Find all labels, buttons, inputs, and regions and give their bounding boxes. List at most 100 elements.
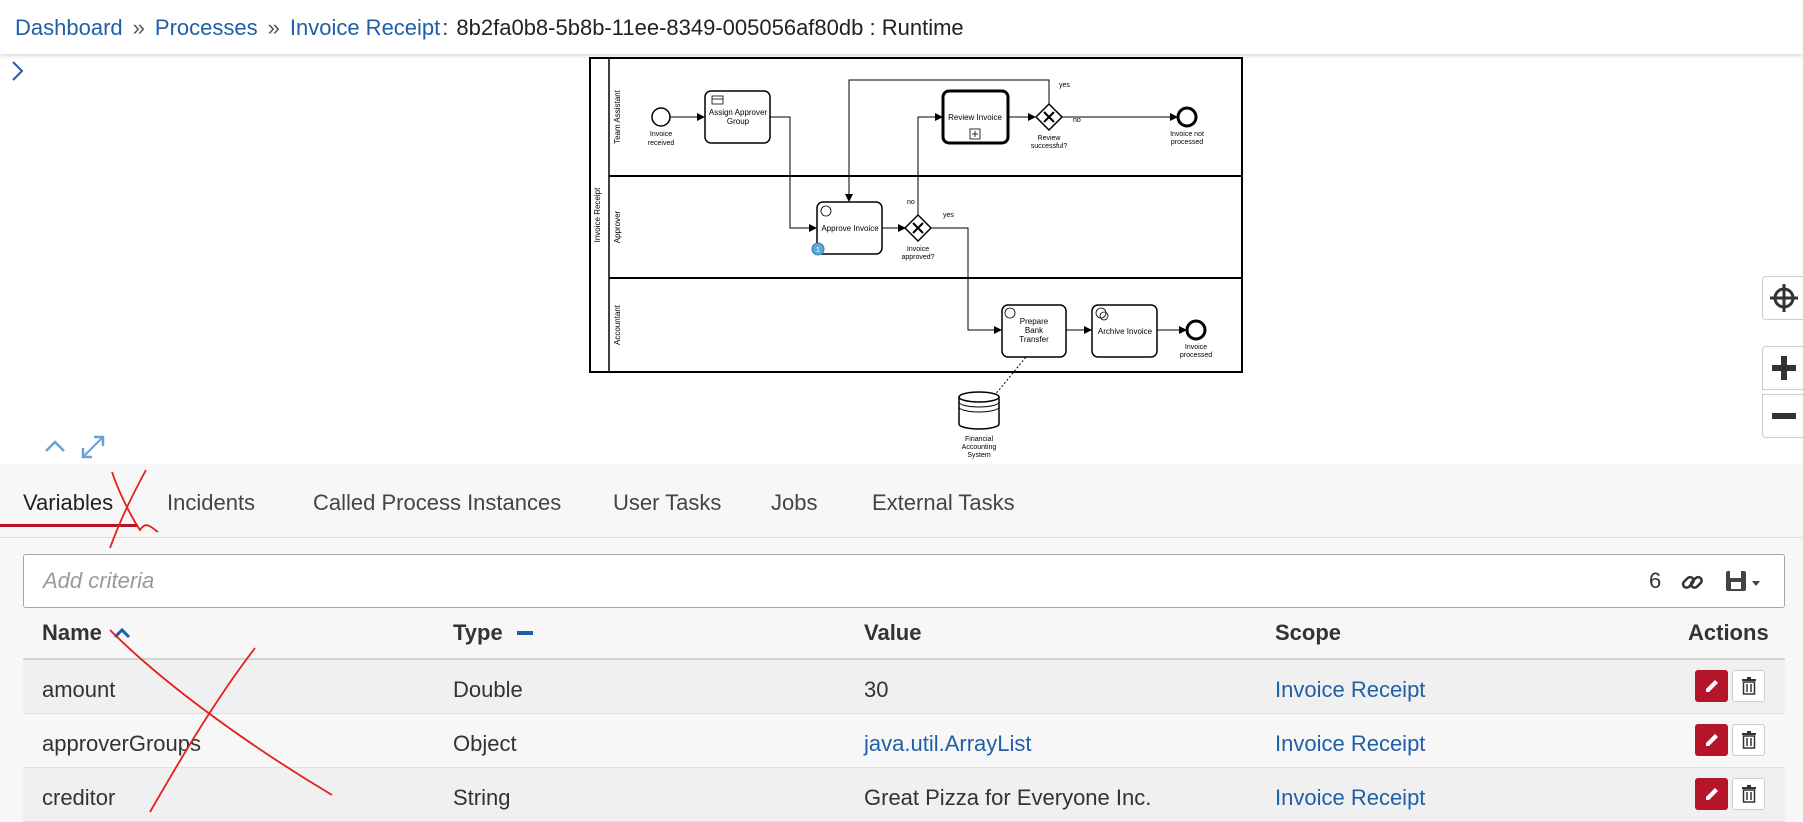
- datastore-label: Accounting: [962, 444, 997, 451]
- zoom-in-button[interactable]: [1762, 346, 1803, 390]
- datastore-label: System: [967, 452, 991, 459]
- token-count-badge[interactable]: [811, 242, 825, 256]
- variables-table: Name Type Value Scope Actions amount Dou…: [23, 620, 1785, 822]
- gateway-label: Review: [1038, 135, 1062, 142]
- delete-variable-button[interactable]: [1732, 670, 1765, 702]
- plus-icon: [1772, 356, 1796, 380]
- task-archive-invoice[interactable]: [1091, 304, 1158, 358]
- lane-label-accountant: Accountant: [613, 304, 622, 345]
- breadcrumb-colon: :: [442, 15, 449, 40]
- column-header-type[interactable]: Type: [453, 620, 535, 646]
- flow-label-yes: yes: [1059, 82, 1070, 89]
- chevron-right-icon: [12, 61, 24, 81]
- variable-value-link[interactable]: java.util.ArrayList: [864, 731, 1032, 756]
- column-header-scope: Scope: [1275, 620, 1342, 645]
- table-row: approverGroups Object java.util.ArrayLis…: [23, 714, 1785, 768]
- search-criteria-input[interactable]: Add criteria 6: [23, 554, 1785, 608]
- flow-label-no: no: [907, 199, 915, 206]
- link-icon[interactable]: [1679, 569, 1705, 595]
- bpmn-diagram-canvas[interactable]: Invoice Receipt Team Assistant Approver …: [0, 54, 1803, 464]
- datastore-label: Financial: [965, 436, 993, 443]
- end-event-label: processed: [1171, 139, 1203, 146]
- edit-variable-button[interactable]: [1695, 778, 1728, 810]
- variable-scope-link[interactable]: Invoice Receipt: [1275, 677, 1426, 702]
- pencil-icon: [1705, 680, 1718, 692]
- breadcrumb-separator: »: [267, 15, 280, 40]
- breadcrumb-header: Dashboard»Processes»Invoice Receipt:8b2f…: [0, 0, 1803, 54]
- expand-icon: [81, 435, 105, 459]
- delete-variable-button[interactable]: [1732, 778, 1765, 810]
- tab-incidents[interactable]: Incidents: [167, 490, 256, 515]
- tab-jobs[interactable]: Jobs: [771, 490, 818, 515]
- task-label: Bank: [1025, 326, 1044, 335]
- end-event-processed[interactable]: [1185, 319, 1207, 341]
- variable-value: Great Pizza for Everyone Inc.: [864, 785, 1152, 810]
- search-placeholder: Add criteria: [43, 568, 155, 593]
- collapse-diagram-button[interactable]: [40, 432, 70, 462]
- start-event[interactable]: [651, 107, 671, 127]
- flow-label-yes: yes: [943, 212, 954, 219]
- task-label: Assign Approver: [709, 108, 768, 117]
- breadcrumb-process-link[interactable]: Invoice Receipt: [289, 15, 441, 40]
- flow-label-no: no: [1073, 117, 1081, 124]
- pencil-icon: [1705, 788, 1718, 800]
- save-dropdown-icon[interactable]: [1724, 568, 1766, 596]
- task-label: Approve Invoice: [821, 224, 879, 233]
- breadcrumb-colon: :: [863, 15, 882, 40]
- trash-icon: [1741, 785, 1756, 803]
- gateway-label: Invoice: [907, 246, 929, 253]
- variable-name: creditor: [42, 785, 116, 810]
- end-event-label: processed: [1180, 352, 1212, 359]
- datastore-financial-accounting[interactable]: [958, 391, 1000, 430]
- sidebar-toggle-button[interactable]: [8, 58, 28, 84]
- start-event-label: received: [648, 140, 675, 147]
- tab-variables[interactable]: Variables: [23, 490, 114, 515]
- pool-label: Invoice Receipt: [593, 187, 602, 242]
- gateway-label: approved?: [901, 254, 934, 261]
- variable-scope-link[interactable]: Invoice Receipt: [1275, 731, 1426, 756]
- variable-type: Double: [453, 677, 523, 702]
- delete-variable-button[interactable]: [1732, 724, 1765, 756]
- minus-icon: [1772, 413, 1796, 419]
- reset-zoom-button[interactable]: [1762, 276, 1803, 320]
- end-event-label: Invoice: [1185, 344, 1207, 351]
- tab-user-tasks[interactable]: User Tasks: [613, 490, 722, 515]
- chevron-up-icon: [45, 440, 65, 452]
- table-row: amount Double 30 Invoice Receipt: [23, 660, 1785, 714]
- breadcrumb: Dashboard»Processes»Invoice Receipt:8b2f…: [15, 14, 964, 42]
- task-label: Prepare: [1020, 317, 1049, 326]
- edit-variable-button[interactable]: [1695, 724, 1728, 756]
- pencil-icon: [1705, 734, 1718, 746]
- tab-external-tasks[interactable]: External Tasks: [872, 490, 1015, 515]
- breadcrumb-dashboard-link[interactable]: Dashboard: [15, 15, 123, 40]
- start-event-label: Invoice: [650, 131, 672, 138]
- token-count-label: 1: [816, 247, 820, 254]
- task-prepare-bank-transfer[interactable]: [1001, 304, 1067, 358]
- column-header-actions: Actions: [1688, 620, 1769, 645]
- end-event-not-processed[interactable]: [1176, 106, 1198, 128]
- lane-label-approver: Approver: [613, 210, 622, 243]
- variable-type: Object: [453, 731, 517, 756]
- variable-value: 30: [864, 677, 889, 702]
- task-label: Transfer: [1019, 335, 1049, 344]
- gateway-label: successful?: [1031, 143, 1068, 150]
- variables-panel: Add criteria 6 Name Type Value: [0, 538, 1803, 822]
- crosshair-icon: [1770, 284, 1798, 312]
- variable-name: approverGroups: [42, 731, 201, 756]
- column-header-name[interactable]: Name: [42, 620, 132, 646]
- edit-variable-button[interactable]: [1695, 670, 1728, 702]
- fullscreen-diagram-button[interactable]: [78, 432, 108, 462]
- sort-none-icon: [516, 631, 533, 635]
- breadcrumb-processes-link[interactable]: Processes: [154, 15, 258, 40]
- zoom-out-button[interactable]: [1762, 394, 1803, 438]
- tab-called-process-instances[interactable]: Called Process Instances: [313, 490, 562, 515]
- table-header: Name Type Value Scope Actions: [23, 620, 1785, 660]
- breadcrumb-instance-id: 8b2fa0b8-5b8b-11ee-8349-005056af80db: [456, 15, 864, 40]
- lane-label-team-assistant: Team Assistant: [613, 89, 622, 144]
- variable-scope-link[interactable]: Invoice Receipt: [1275, 785, 1426, 810]
- active-tab-indicator: [0, 524, 138, 527]
- sort-ascending-icon: [113, 627, 131, 639]
- variable-type: String: [453, 785, 511, 810]
- task-label: Archive Invoice: [1098, 327, 1153, 336]
- breadcrumb-view: Runtime: [881, 15, 964, 40]
